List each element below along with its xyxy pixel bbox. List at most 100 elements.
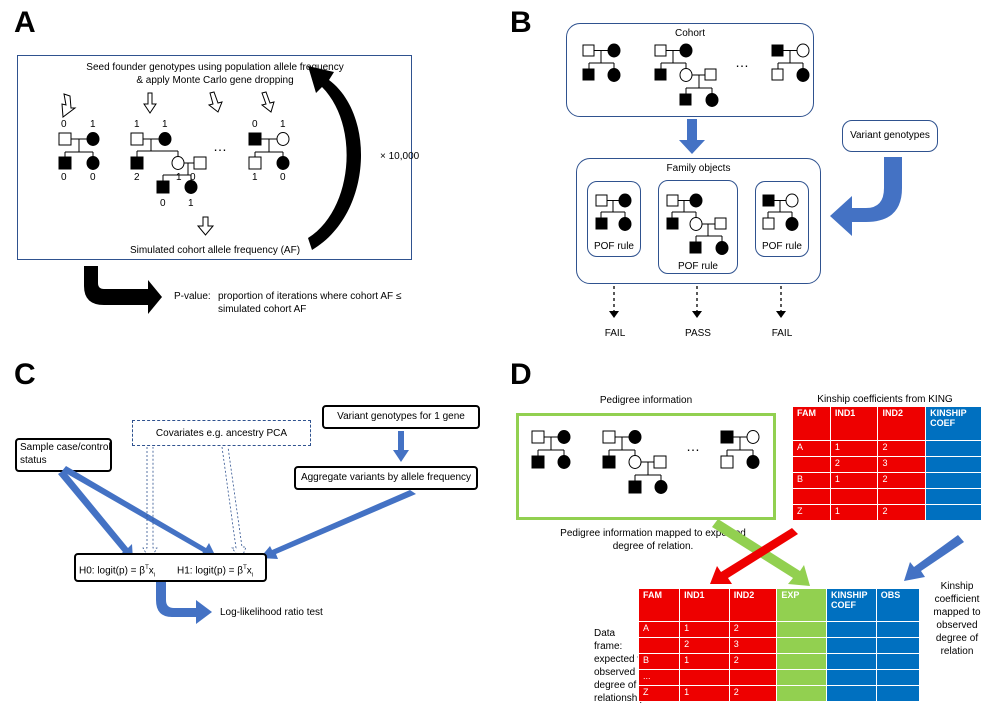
table-cell: B <box>637 653 681 670</box>
table-cell: A <box>792 440 831 457</box>
table-cell <box>826 669 877 686</box>
sample-status-box <box>15 438 112 472</box>
female-affected-icon <box>158 132 172 146</box>
table-cell: 2 <box>728 653 778 670</box>
table-cell <box>679 669 730 686</box>
table-cell: 1 <box>679 621 730 638</box>
table-cell: 1 <box>679 653 730 670</box>
table-cell <box>877 488 927 505</box>
table-cell: 2 <box>679 637 730 654</box>
table-cell <box>875 685 921 702</box>
blue-arrow-icon <box>62 466 216 557</box>
table-cell <box>776 685 828 702</box>
llr-label: Log-likelihood ratio test <box>220 607 323 618</box>
female-unaffected-icon <box>276 132 290 146</box>
col-header: IND1 <box>679 588 730 622</box>
table-cell: 2 <box>877 504 927 521</box>
allele-count: 2 <box>134 172 140 183</box>
table-row: Z 1 2 <box>637 685 921 702</box>
col-header: KINSHIP COEF <box>925 406 982 441</box>
variant-genotypes-label: Variant genotypes <box>850 130 930 141</box>
iteration-curved-arrow-icon <box>308 66 362 250</box>
sample-status-line2: status <box>20 455 47 466</box>
family-objects-label: Family objects <box>666 163 731 174</box>
table-row: A 1 2 <box>637 621 921 638</box>
col-header: FAM <box>637 588 681 622</box>
panel-letter-c: C <box>14 358 36 391</box>
table-cell <box>875 621 921 638</box>
male-unaffected-icon <box>193 156 207 170</box>
table-cell <box>925 472 982 489</box>
family-object-1 <box>587 181 641 257</box>
pvalue-label: P-value: <box>174 291 211 302</box>
table-cell <box>925 488 982 505</box>
allele-count: 0 <box>190 172 196 183</box>
h0-formula: H0: logit(p) = βTxi <box>79 565 156 579</box>
table-cell: A <box>637 621 681 638</box>
seed-text-line2: & apply Monte Carlo gene dropping <box>136 75 294 86</box>
hollow-down-arrow-icon <box>260 91 275 113</box>
blue-curved-arrow-icon <box>830 157 902 236</box>
table-row: ... <box>637 669 921 686</box>
red-arrow-icon <box>710 528 798 584</box>
pedigree-info-box <box>516 413 776 520</box>
male-affected-icon <box>156 180 170 194</box>
table-row: 2 3 <box>792 456 982 473</box>
pof-rule-label: POF rule <box>677 261 718 272</box>
allele-count: 1 <box>90 119 96 130</box>
blue-arrow-icon <box>58 470 133 560</box>
variant-genotypes-gene-box <box>322 405 480 429</box>
h1-formula: H1: logit(p) = βTxi <box>177 565 254 579</box>
panel-letter-d: D <box>510 358 532 391</box>
variant-genotypes-gene-label: Variant genotypes for 1 gene <box>337 411 465 422</box>
table-cell <box>875 653 921 670</box>
table-cell <box>637 637 681 654</box>
table-row <box>792 488 982 505</box>
seed-text-line1: Seed founder genotypes using population … <box>86 62 344 73</box>
table-cell: 1 <box>679 685 730 702</box>
allele-count: 1 <box>188 198 194 209</box>
table-cell: 2 <box>877 440 927 457</box>
table-cell <box>792 456 831 473</box>
table-cell <box>776 621 828 638</box>
covariates-label: Covariates e.g. ancestry PCA <box>155 428 288 439</box>
table-cell <box>776 637 828 654</box>
male-affected-icon <box>58 156 72 170</box>
blue-arrow-icon <box>904 535 964 581</box>
allele-count: 1 <box>162 119 168 130</box>
cohort-box <box>566 23 814 117</box>
ellipsis: … <box>735 54 749 70</box>
table-cell <box>875 669 921 686</box>
table-cell <box>792 488 831 505</box>
hollow-down-arrow-icon <box>61 93 77 118</box>
aggregate-box <box>294 466 478 490</box>
table-cell: 1 <box>829 504 879 521</box>
table-cell <box>826 685 877 702</box>
table-row: B 1 2 <box>792 472 982 489</box>
family-object-3 <box>755 181 809 257</box>
table-row: Z 1 2 <box>792 504 982 521</box>
simulated-af-label: Simulated cohort allele frequency (AF) <box>129 245 301 256</box>
gene-dropping-box <box>17 55 412 260</box>
male-unaffected-icon <box>248 156 262 170</box>
female-affected-icon <box>184 180 198 194</box>
table-cell <box>826 621 877 638</box>
allele-count: 0 <box>90 172 96 183</box>
table-row: A 1 2 <box>792 440 982 457</box>
allele-count: 0 <box>252 119 258 130</box>
table-cell <box>728 669 778 686</box>
table-cell <box>826 653 877 670</box>
blue-down-arrow-icon <box>679 119 705 154</box>
allele-count: 1 <box>280 119 286 130</box>
allele-count: 0 <box>61 172 67 183</box>
table-cell: 3 <box>877 456 927 473</box>
table-cell: ... <box>637 669 681 686</box>
hollow-down-arrow-icon <box>196 216 215 236</box>
allele-count: 0 <box>160 198 166 209</box>
pof-rule-label: POF rule <box>593 241 634 252</box>
hypothesis-box <box>74 553 267 582</box>
table-cell: Z <box>637 685 681 702</box>
kinship-mapped-note: Kinship coefficient mapped to observed d… <box>933 581 981 657</box>
